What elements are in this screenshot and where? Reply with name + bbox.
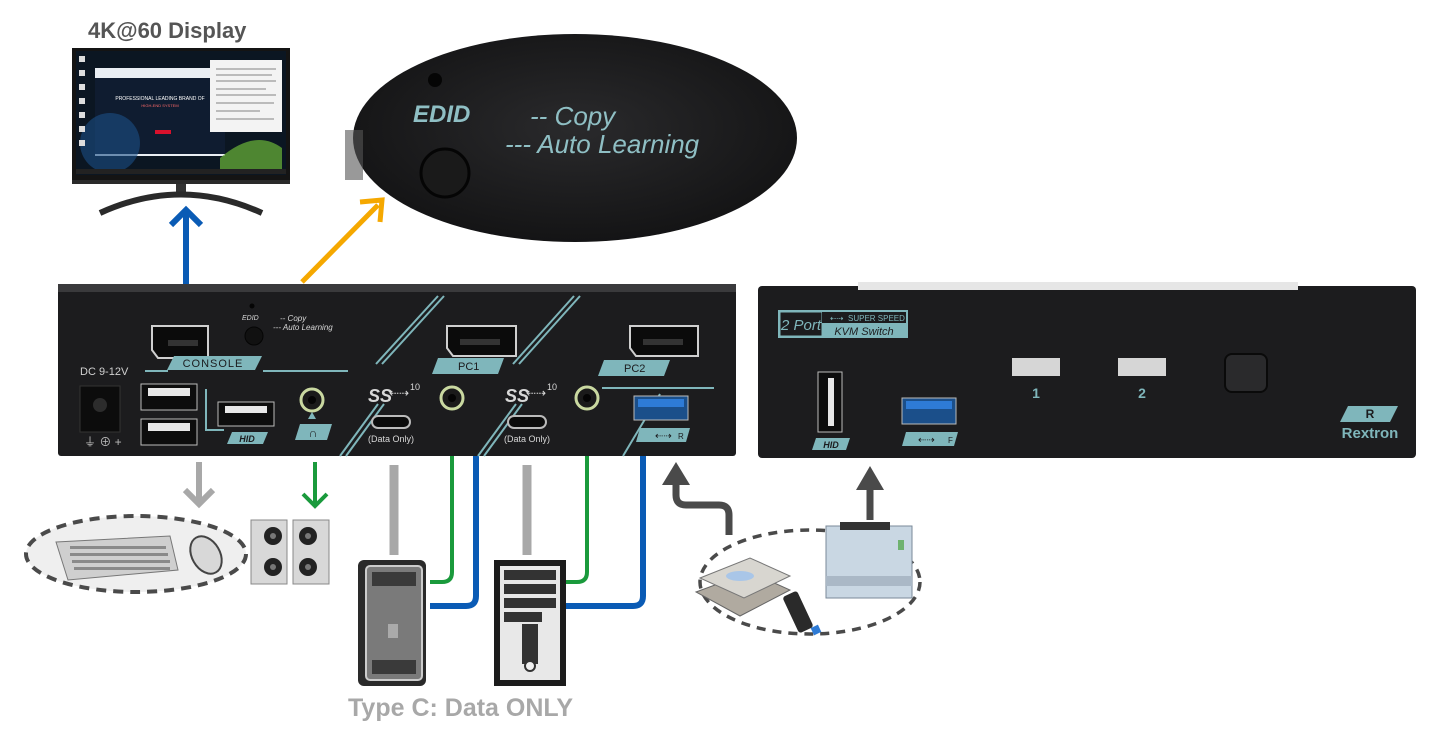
svg-text:PROFESSIONAL LEADING BRAND OF: PROFESSIONAL LEADING BRAND OF (115, 96, 204, 102)
edid-button-small (244, 326, 264, 346)
edid-zoom-callout: EDID -- Copy --- Auto Learning (345, 34, 797, 242)
headphone-icon-plate (295, 424, 332, 440)
scanner-arrowhead (662, 462, 690, 485)
svg-text:-- Copy: -- Copy (280, 314, 307, 323)
pc2-usbc-port (507, 415, 547, 429)
console-video-arrowhead (168, 205, 204, 228)
monitor-illustration: PROFESSIONAL LEADING BRAND OF HIGH-END S… (72, 48, 290, 216)
usb-peripherals-group (694, 522, 922, 636)
svg-text:HID: HID (239, 434, 255, 444)
pc1-audio-cable (430, 410, 454, 584)
svg-text:--- Auto Learning: --- Auto Learning (273, 323, 333, 332)
kvm-front-panel: 2 Port ⇠⇢ SUPER SPEED KVM Switch HID ⇠⇢ … (758, 282, 1416, 458)
display-label: 4K@60 Display (88, 18, 247, 43)
printer-arrowhead (856, 466, 884, 490)
pc2-audio-cable (565, 410, 589, 584)
svg-text:⇠⇢: ⇠⇢ (389, 386, 409, 400)
footer-caption: Type C: Data ONLY (348, 694, 574, 722)
svg-text:--- Auto Learning: --- Auto Learning (505, 129, 700, 159)
svg-text:R: R (678, 432, 684, 441)
svg-text:SS: SS (505, 386, 529, 406)
svg-text:(Data Only): (Data Only) (368, 434, 414, 444)
hid-usb-port (217, 401, 275, 427)
pc1-usbc-port (371, 415, 411, 429)
svg-text:SUPER SPEED: SUPER SPEED (848, 314, 905, 323)
svg-text:EDID: EDID (242, 315, 259, 322)
pc2-video-cable (565, 345, 646, 609)
pc1-tower-icon (358, 560, 426, 686)
svg-text:10: 10 (410, 382, 420, 392)
svg-text:Rextron: Rextron (1342, 425, 1399, 442)
svg-text:-- Copy: -- Copy (530, 101, 617, 131)
port-1-led (1012, 358, 1060, 376)
svg-text:EDID: EDID (413, 101, 470, 128)
svg-text:1: 1 (1032, 385, 1040, 401)
port-2-led (1118, 358, 1166, 376)
edid-button (419, 147, 471, 199)
svg-text:PC2: PC2 (624, 363, 645, 375)
monitor-neck (176, 184, 186, 194)
svg-text:⇠⇢: ⇠⇢ (655, 431, 672, 442)
mouse-icon (189, 535, 223, 575)
svg-text:(Data Only): (Data Only) (504, 434, 550, 444)
edid-pointer-line (300, 203, 380, 284)
console-usb-port-1 (140, 383, 198, 411)
usb-flash-drive-icon (783, 591, 813, 633)
monitor-stand (98, 191, 264, 216)
svg-text:⇠⇢: ⇠⇢ (918, 435, 935, 446)
svg-text:10: 10 (547, 382, 557, 392)
svg-text:2: 2 (1138, 385, 1146, 401)
svg-text:HID: HID (823, 440, 839, 450)
svg-text:DC 9-12V: DC 9-12V (80, 366, 129, 378)
svg-text:CONSOLE: CONSOLE (183, 358, 244, 370)
svg-text:KVM Switch: KVM Switch (834, 326, 893, 338)
pc2-tower-icon (494, 560, 566, 686)
rextron-logo (1340, 406, 1398, 422)
pc1-video-cable (430, 365, 479, 609)
svg-text:R: R (1366, 407, 1375, 421)
svg-text:∩: ∩ (309, 426, 318, 440)
svg-text:SS: SS (368, 386, 392, 406)
audio-out-arrowhead (301, 492, 329, 509)
svg-text:HIGH-END SYSTEM: HIGH-END SYSTEM (141, 103, 178, 108)
svg-text:⇠⇢: ⇠⇢ (526, 386, 546, 400)
printer-icon (825, 525, 913, 599)
svg-text:⇠⇢: ⇠⇢ (830, 314, 844, 323)
speakers-icon (250, 519, 330, 585)
edid-led (428, 73, 442, 87)
hid-arrowhead (182, 487, 216, 509)
svg-text:⏚ ⊕ +: ⏚ ⊕ + (84, 435, 122, 449)
scanner-usb-cable (672, 478, 733, 535)
svg-text:PC1: PC1 (458, 361, 479, 373)
svg-text:F: F (948, 436, 953, 445)
edid-pointer-arrowhead (359, 197, 385, 223)
port-select-button (1224, 353, 1268, 393)
kvm-rear-panel: DC 9-12V ⏚ ⊕ + CONSOLE EDID -- Copy --- … (58, 284, 736, 457)
keyboard-mouse-group (24, 514, 248, 594)
console-usb-port-2 (140, 418, 198, 446)
svg-text:2 Port: 2 Port (780, 317, 822, 334)
